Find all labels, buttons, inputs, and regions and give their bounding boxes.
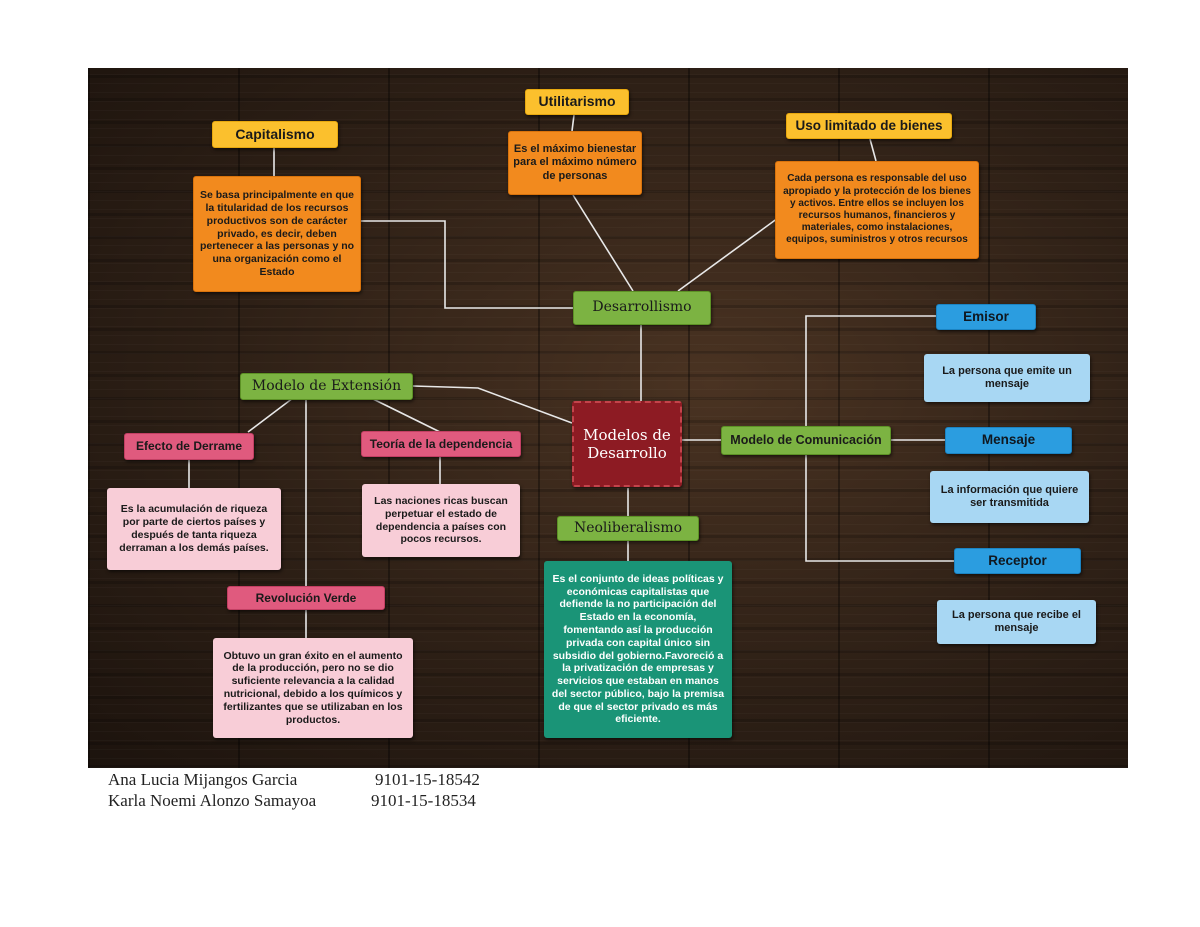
capitalismo-description: Se basa principalmente en que la titular… (193, 176, 361, 292)
mensaje-title: Mensaje (945, 427, 1072, 454)
connector-lines (188, 114, 954, 638)
uso-limitado-title: Uso limitado de bienes (786, 113, 952, 139)
connector-comunicacion-receptor (805, 455, 954, 562)
connector-desarrollismo-capitalismo (361, 220, 573, 309)
revolucion-verde-description: Obtuvo un gran éxito en el aumento de la… (213, 638, 413, 738)
neoliberalismo-node: Neoliberalismo (557, 516, 699, 541)
author-id-2: 9101-15-18534 (371, 791, 476, 810)
concept-map-board: Capitalismo Se basa principalmente en qu… (88, 68, 1128, 768)
utilitarismo-description: Es el máximo bienestar para el máximo nú… (508, 131, 642, 195)
emisor-title: Emisor (936, 304, 1036, 330)
author-name-2: Karla Noemi Alonzo Samayoa (108, 791, 317, 810)
emisor-description: La persona que emite un mensaje (924, 354, 1090, 402)
author-id-1: 9101-15-18542 (375, 770, 480, 789)
utilitarismo-title: Utilitarismo (525, 89, 629, 115)
revolucion-verde-title: Revolución Verde (227, 586, 385, 610)
efecto-derrame-description: Es la acumulación de riqueza por parte d… (107, 488, 281, 570)
mensaje-description: La información que quiere ser transmitid… (930, 471, 1089, 523)
capitalismo-title: Capitalismo (212, 121, 338, 148)
uso-limitado-description: Cada persona es responsable del uso apro… (775, 161, 979, 259)
teoria-dependencia-title: Teoría de la dependencia (361, 431, 521, 457)
center-node-modelos-de-desarrollo: Modelos de Desarrollo (572, 401, 682, 487)
connector-extension-efecto (247, 397, 303, 433)
neoliberalismo-description: Es el conjunto de ideas políticas y econ… (544, 561, 732, 738)
connector-uso-body (869, 138, 877, 162)
connector-extension-teoria (372, 398, 441, 433)
connector-desarrollismo-uso (677, 217, 779, 292)
teoria-dependencia-description: Las naciones ricas buscan perpetuar el e… (362, 484, 520, 557)
modelo-comunicacion-node: Modelo de Comunicación (721, 426, 891, 455)
receptor-title: Receptor (954, 548, 1081, 574)
connector-center-extension (412, 385, 573, 424)
efecto-derrame-title: Efecto de Derrame (124, 433, 254, 460)
connector-desarrollismo-utilitarismo (572, 194, 634, 292)
author-name-1: Ana Lucia Mijangos Garcia (108, 770, 298, 789)
connector-comunicacion-emisor (805, 315, 936, 427)
modelo-extension-node: Modelo de Extensión (240, 373, 413, 400)
desarrollismo-node: Desarrollismo (573, 291, 711, 325)
connector-utilitarismo-body (571, 114, 575, 132)
receptor-description: La persona que recibe el mensaje (937, 600, 1096, 644)
